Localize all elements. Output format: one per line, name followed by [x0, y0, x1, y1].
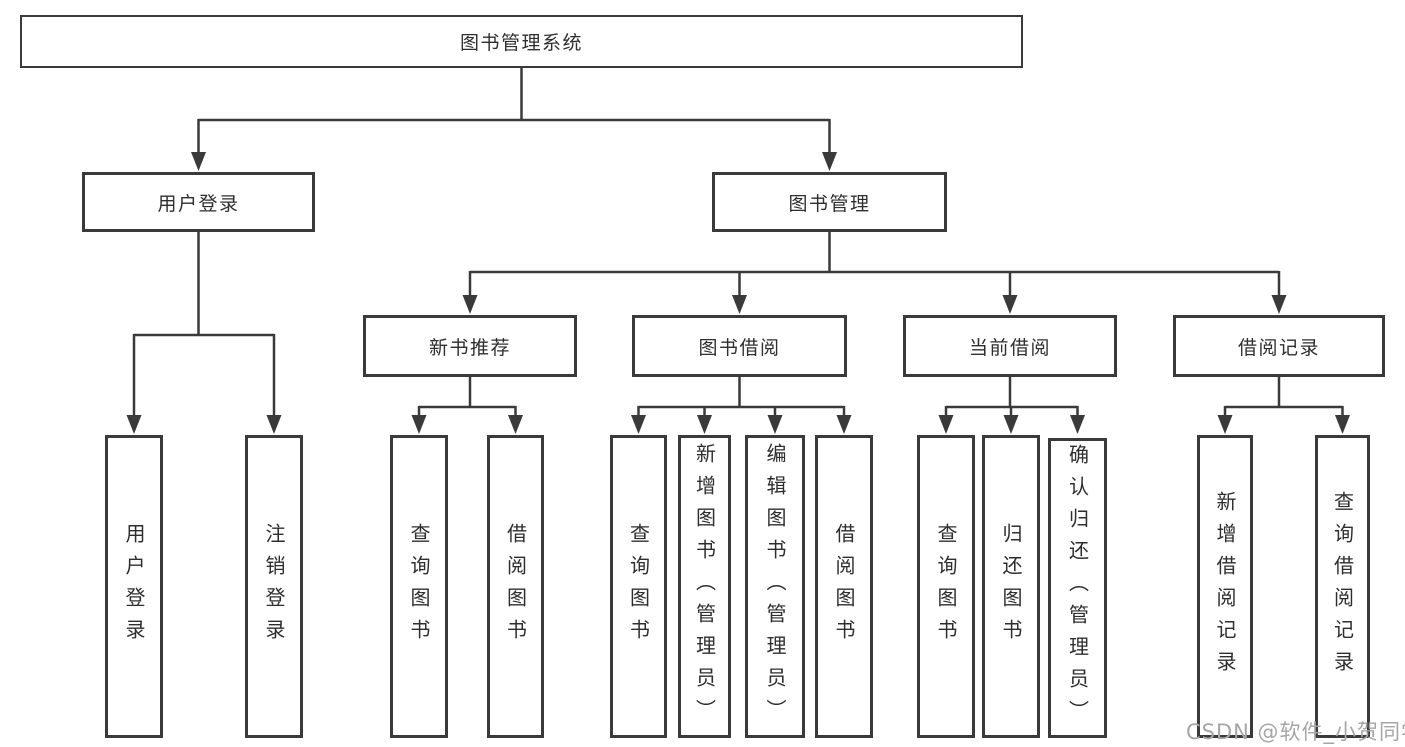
wire-book-mgmt-to-level3	[468, 232, 1281, 299]
leaf-current-query-books: 查询图书	[917, 435, 975, 738]
leaf-return-books: 归还图书	[982, 435, 1040, 738]
node-book-borrow: 图书借阅	[632, 315, 847, 377]
leaf-add-book-admin: 新增图书（管理员）	[678, 435, 731, 738]
leaf-add-borrow-record: 新增借阅记录	[1197, 435, 1253, 738]
wire-borrow-records-to-leaves	[1223, 377, 1344, 419]
wire-root-to-level2	[197, 68, 831, 156]
leaf-query-borrow-record: 查询借阅记录	[1315, 435, 1370, 738]
node-library-system: 图书管理系统	[20, 15, 1023, 68]
arrowheads	[126, 152, 1350, 434]
wire-user-login-to-leaves	[132, 232, 276, 419]
leaf-recommend-query-books: 查询图书	[390, 435, 448, 738]
wire-current-borrow-to-leaves	[944, 377, 1079, 419]
leaf-borrow-books: 借阅图书	[815, 435, 873, 738]
leaf-logout: 注销登录	[245, 435, 303, 738]
wire-book-borrow-to-leaves	[637, 377, 846, 419]
leaf-user-login: 用户登录	[105, 435, 163, 738]
leaf-borrow-query-books: 查询图书	[610, 435, 667, 738]
node-current-borrow: 当前借阅	[903, 315, 1117, 377]
node-user-login: 用户登录	[82, 172, 315, 232]
watermark: CSDN @软件_小贺同学	[1186, 720, 1405, 744]
leaf-confirm-return-admin: 确认归还（管理员）	[1048, 438, 1107, 738]
wire-new-book-to-leaves	[417, 377, 517, 419]
leaf-edit-book-admin: 编辑图书（管理员）	[745, 435, 805, 738]
node-borrow-records: 借阅记录	[1173, 315, 1385, 377]
node-new-book-recommend: 新书推荐	[363, 315, 577, 377]
leaf-recommend-borrow-books: 借阅图书	[487, 435, 544, 738]
node-book-management: 图书管理	[712, 172, 947, 232]
